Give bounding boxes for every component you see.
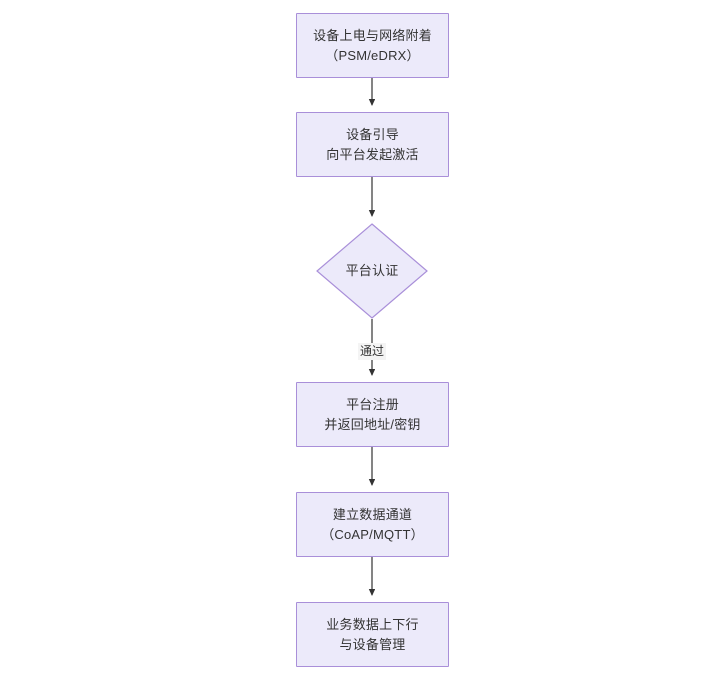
node-line-1: 建立数据通道 [332, 506, 413, 522]
node-line-2: 向平台发起激活 [326, 146, 419, 162]
node-platform-registration[interactable]: 平台注册 并返回地址/密钥 [296, 382, 449, 447]
node-line-1: 设备上电与网络附着 [313, 27, 432, 43]
diamond-shape [316, 223, 428, 319]
node-line-2: 与设备管理 [339, 636, 406, 652]
node-line-1: 业务数据上下行 [326, 616, 419, 632]
node-line-2: （PSM/eDRX） [325, 47, 420, 63]
node-device-bootstrap[interactable]: 设备引导 向平台发起激活 [296, 112, 449, 177]
edge-label-pass: 通过 [357, 343, 387, 360]
node-line-2: 并返回地址/密钥 [324, 416, 421, 432]
node-business-data-and-management[interactable]: 业务数据上下行 与设备管理 [296, 602, 449, 667]
node-line-2: （CoAP/MQTT） [321, 526, 424, 542]
node-line-1: 平台认证 [345, 263, 399, 278]
node-device-power-on[interactable]: 设备上电与网络附着 （PSM/eDRX） [296, 13, 449, 78]
node-establish-data-channel[interactable]: 建立数据通道 （CoAP/MQTT） [296, 492, 449, 557]
node-line-1: 平台注册 [346, 396, 399, 412]
node-line-1: 设备引导 [346, 126, 399, 142]
node-platform-authentication[interactable]: 平台认证 [316, 223, 428, 319]
